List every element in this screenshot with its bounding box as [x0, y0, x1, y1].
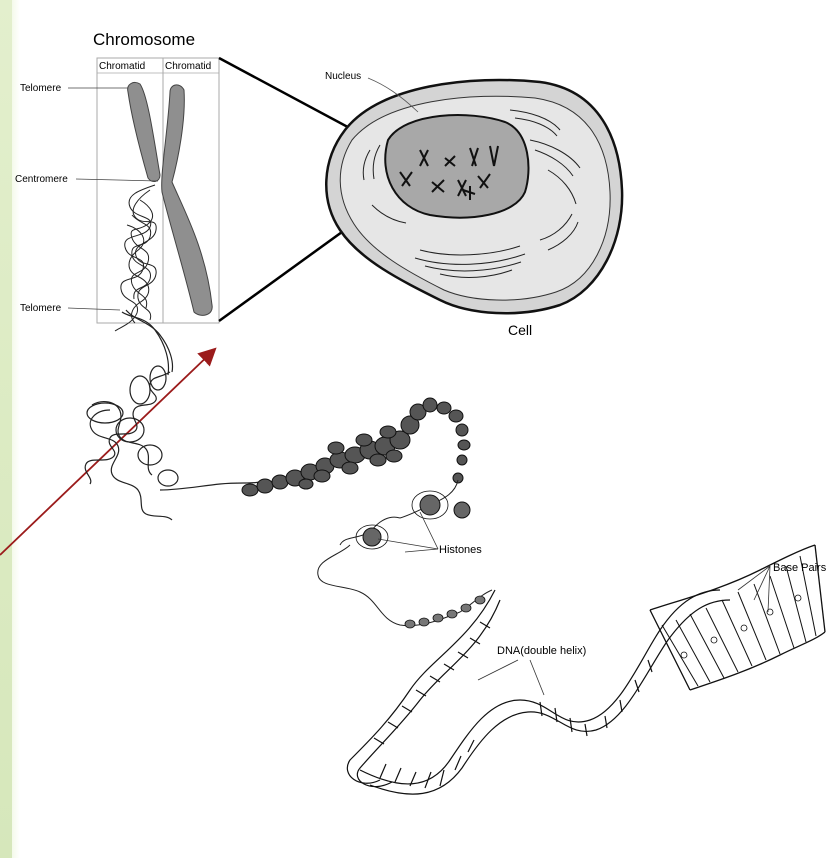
right-chromatid: [162, 85, 213, 315]
histone-clusters: [363, 495, 470, 546]
chromatin-fiber: [85, 310, 260, 520]
telomere-top-label: Telomere: [20, 83, 62, 94]
pointer-arrow: [0, 350, 214, 555]
chromatid-right-label: Chromatid: [165, 61, 211, 72]
dna-linker: [318, 545, 492, 626]
bead-string: [340, 480, 458, 545]
chromatid-left-label: Chromatid: [99, 61, 145, 72]
nucleosome-coil: [242, 398, 470, 496]
centromere-label: Centromere: [15, 174, 68, 185]
nucleus-label: Nucleus: [325, 71, 361, 82]
dna-double-helix: [347, 590, 730, 794]
telomere-bottom-label: Telomere: [20, 303, 62, 314]
dna-label: DNA(double helix): [497, 645, 586, 657]
coiled-chromatin: [115, 185, 156, 331]
cell-label: Cell: [508, 322, 532, 338]
nucleus: [385, 115, 528, 218]
histones-label: Histones: [439, 544, 482, 556]
base-pairs-label: Base Pairs: [773, 562, 827, 574]
left-chromatid-arm: [128, 82, 160, 181]
chromosome-title: Chromosome: [93, 30, 195, 49]
